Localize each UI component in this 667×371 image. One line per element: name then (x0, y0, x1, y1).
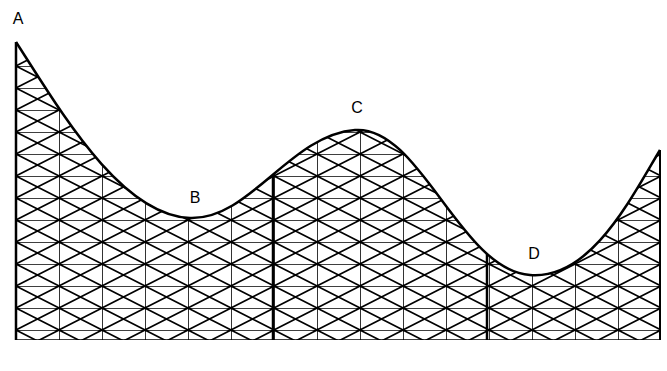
point-label: A (11, 10, 26, 28)
support-edge (15, 42, 18, 340)
support-edge (659, 150, 661, 340)
point-label: C (349, 99, 365, 117)
point-label: D (526, 245, 542, 263)
coaster-track (16, 42, 660, 275)
point-label: B (188, 189, 203, 207)
